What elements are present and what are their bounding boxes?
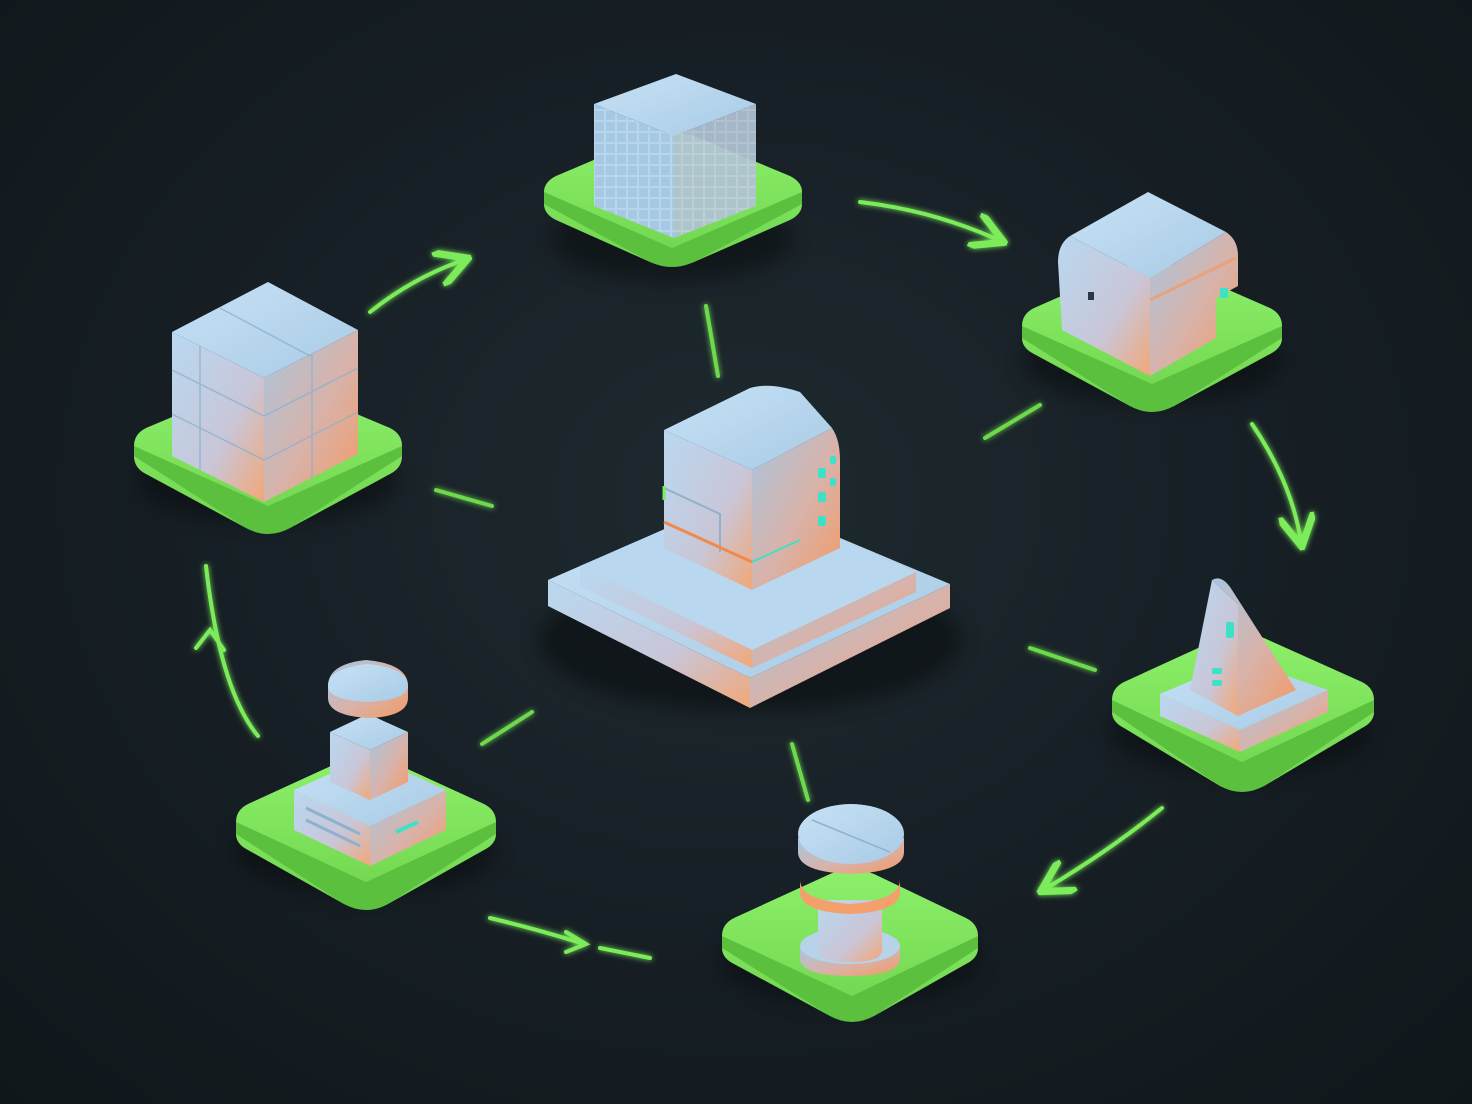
- node-bottom[interactable]: [720, 804, 980, 1022]
- wedge-side-face: [1212, 578, 1296, 716]
- paneled-cube-top: [172, 282, 358, 378]
- wedge-front-face: [1190, 580, 1238, 716]
- spoke-bottom: [790, 742, 810, 802]
- arrow-lower-left-to-left-head: [194, 626, 226, 652]
- arrow-top-to-upper-right: [858, 200, 994, 238]
- machine-column-top: [330, 714, 408, 750]
- indicator-icon: [1226, 622, 1234, 638]
- spoke-connectors: [434, 304, 1097, 802]
- grid-cube-left: [594, 104, 674, 238]
- cylinder-cap: [798, 804, 904, 864]
- spoke-lower-left: [480, 710, 534, 746]
- grid-cube-right: [674, 104, 756, 238]
- node-hub[interactable]: [540, 385, 960, 710]
- arrow-bottom-tail: [598, 946, 652, 960]
- paneled-cube-right: [264, 330, 358, 502]
- node-right[interactable]: [1110, 578, 1374, 792]
- arrow-right-to-bottom: [1050, 806, 1164, 886]
- paneled-cube-left: [172, 332, 264, 502]
- spoke-top: [704, 304, 720, 378]
- arrow-left-to-top: [368, 262, 458, 314]
- cabinet-left: [664, 430, 752, 590]
- module-block-left: [1058, 236, 1150, 376]
- arrow-lower-left-to-left: [204, 564, 260, 738]
- node-left[interactable]: [134, 282, 402, 534]
- arrow-bottom-to-lower-left: [488, 916, 586, 946]
- spoke-upper-right: [983, 403, 1042, 440]
- node-top[interactable]: [544, 74, 802, 280]
- spoke-left: [434, 488, 494, 508]
- grid-cube-top: [594, 74, 756, 136]
- spoke-right: [1028, 646, 1097, 672]
- arrow-bottom-to-lower-left-head: [564, 930, 591, 954]
- module-block-top: [1070, 192, 1226, 278]
- arrow-upper-right-to-right: [1250, 422, 1300, 536]
- cabinet-top: [664, 385, 832, 470]
- cycle-arrows: [194, 200, 1300, 960]
- node-upper-right[interactable]: [1022, 192, 1282, 412]
- node-lower-left[interactable]: [236, 660, 496, 910]
- cabinet-right: [752, 428, 840, 590]
- status-light-icon: [1220, 288, 1228, 298]
- cabinet-status-lights: [818, 456, 836, 526]
